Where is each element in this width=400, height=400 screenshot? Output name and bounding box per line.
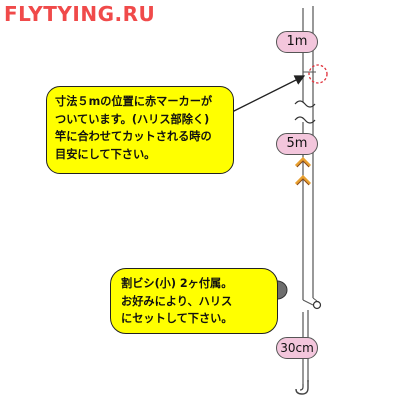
length-badge-30cm: 30cm (276, 337, 318, 359)
callout-line: 割ビシ(小) 2ヶ付属。 (121, 277, 233, 290)
watermark: FLYTYING.RU (4, 2, 156, 26)
callout-line: にセットして下さい。 (121, 312, 233, 325)
length-badge-5m: 5m (276, 133, 318, 155)
sinker-callout: 割ビシ(小) 2ヶ付属。 お好みにより、ハリス にセットして下さい。 (110, 268, 278, 334)
length-badge-1m: 1m (276, 31, 318, 53)
callout-line: お好みにより、ハリス (121, 294, 233, 308)
hook-icon (295, 380, 309, 395)
marker-callout: 寸法５mの位置に赤マーカーが ついています。(ハリス部除く) 竿に合わせてカット… (46, 86, 234, 174)
chevron-icon (294, 156, 312, 168)
swivel-ring (312, 300, 322, 310)
red-marker-circle (308, 64, 328, 84)
line-break-mark (294, 100, 316, 108)
callout-line: 寸法５mの位置に赤マーカーが (55, 95, 213, 108)
callout-line: 目安にして下さい。 (55, 147, 156, 161)
callout-line: ついています。(ハリス部除く) (55, 112, 210, 126)
line-break-mark (294, 116, 316, 124)
pointer-arrow (231, 75, 306, 113)
callout-line: 竿に合わせてカットされる時の (55, 130, 212, 143)
chevron-icon (294, 174, 312, 186)
